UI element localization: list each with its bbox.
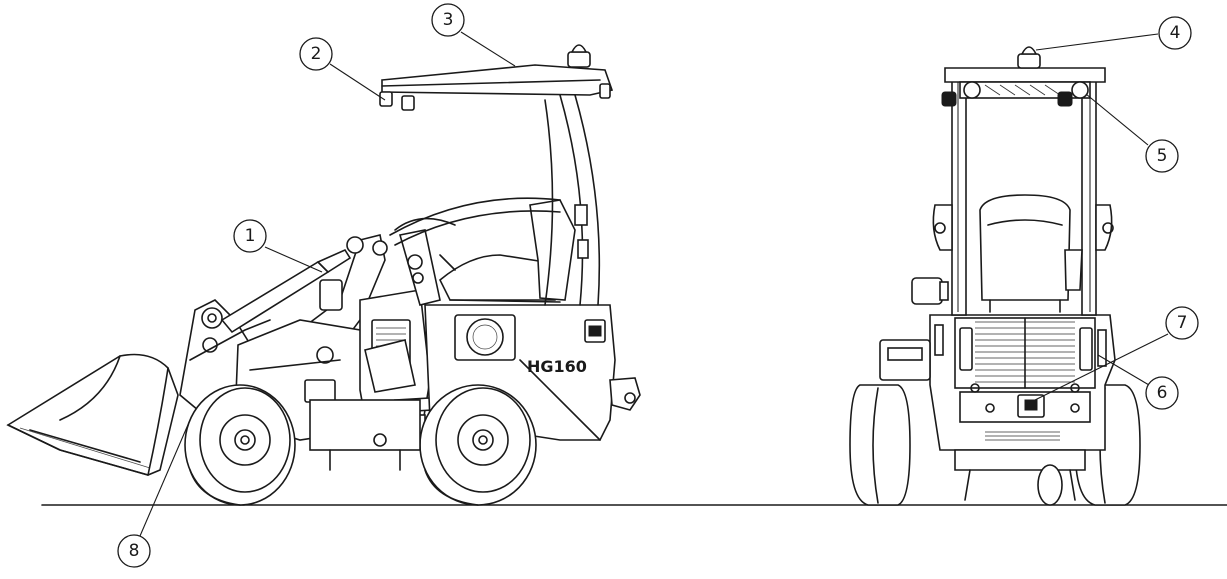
callout-2: 2 — [299, 37, 333, 71]
callout-4: 4 — [1158, 16, 1192, 50]
callout-5: 5 — [1145, 139, 1179, 173]
rear-view-rops — [932, 74, 1114, 316]
front-wheel — [184, 384, 296, 506]
callout-6-leader — [1097, 354, 1150, 386]
rear-view-left-box — [879, 277, 949, 381]
frame-between-wheels — [309, 399, 421, 471]
callout-3: 3 — [431, 3, 465, 37]
callout-7-number: 7 — [1177, 313, 1188, 333]
callout-2-number: 2 — [311, 44, 322, 64]
callout-1-number: 1 — [245, 226, 256, 246]
callouts: 1 2 3 4 5 6 7 8 — [117, 3, 1199, 568]
callout-5-leader — [1085, 93, 1149, 146]
callout-4-number: 4 — [1170, 23, 1181, 43]
canopy-roof — [379, 44, 614, 111]
bucket — [6, 353, 179, 476]
operator-seat — [439, 199, 576, 303]
callout-1-leader — [264, 246, 323, 273]
callout-7: 7 — [1165, 306, 1199, 340]
callout-7-leader — [1034, 333, 1169, 401]
callout-2-leader — [329, 63, 386, 101]
callout-4-leader — [1035, 33, 1159, 51]
callout-5-number: 5 — [1157, 146, 1168, 166]
rear-chassis — [929, 314, 1116, 506]
lift-cylinder — [220, 248, 352, 334]
callout-8-leader — [139, 419, 191, 537]
rear-view-seat — [979, 194, 1083, 313]
callout-3-number: 3 — [443, 10, 454, 30]
callout-8-number: 8 — [129, 541, 140, 561]
callout-8: 8 — [117, 534, 151, 568]
callout-1: 1 — [233, 219, 267, 253]
rear-wheel — [419, 384, 537, 506]
callout-6-number: 6 — [1157, 383, 1168, 403]
rear-view-roof — [941, 46, 1106, 107]
side-view-loader: HG160 — [6, 44, 641, 506]
callout-3-leader — [460, 31, 516, 67]
callout-6: 6 — [1145, 376, 1179, 410]
rear-view-loader — [849, 46, 1141, 506]
model-label: HG160 — [527, 357, 587, 376]
rops-frame — [389, 94, 601, 306]
